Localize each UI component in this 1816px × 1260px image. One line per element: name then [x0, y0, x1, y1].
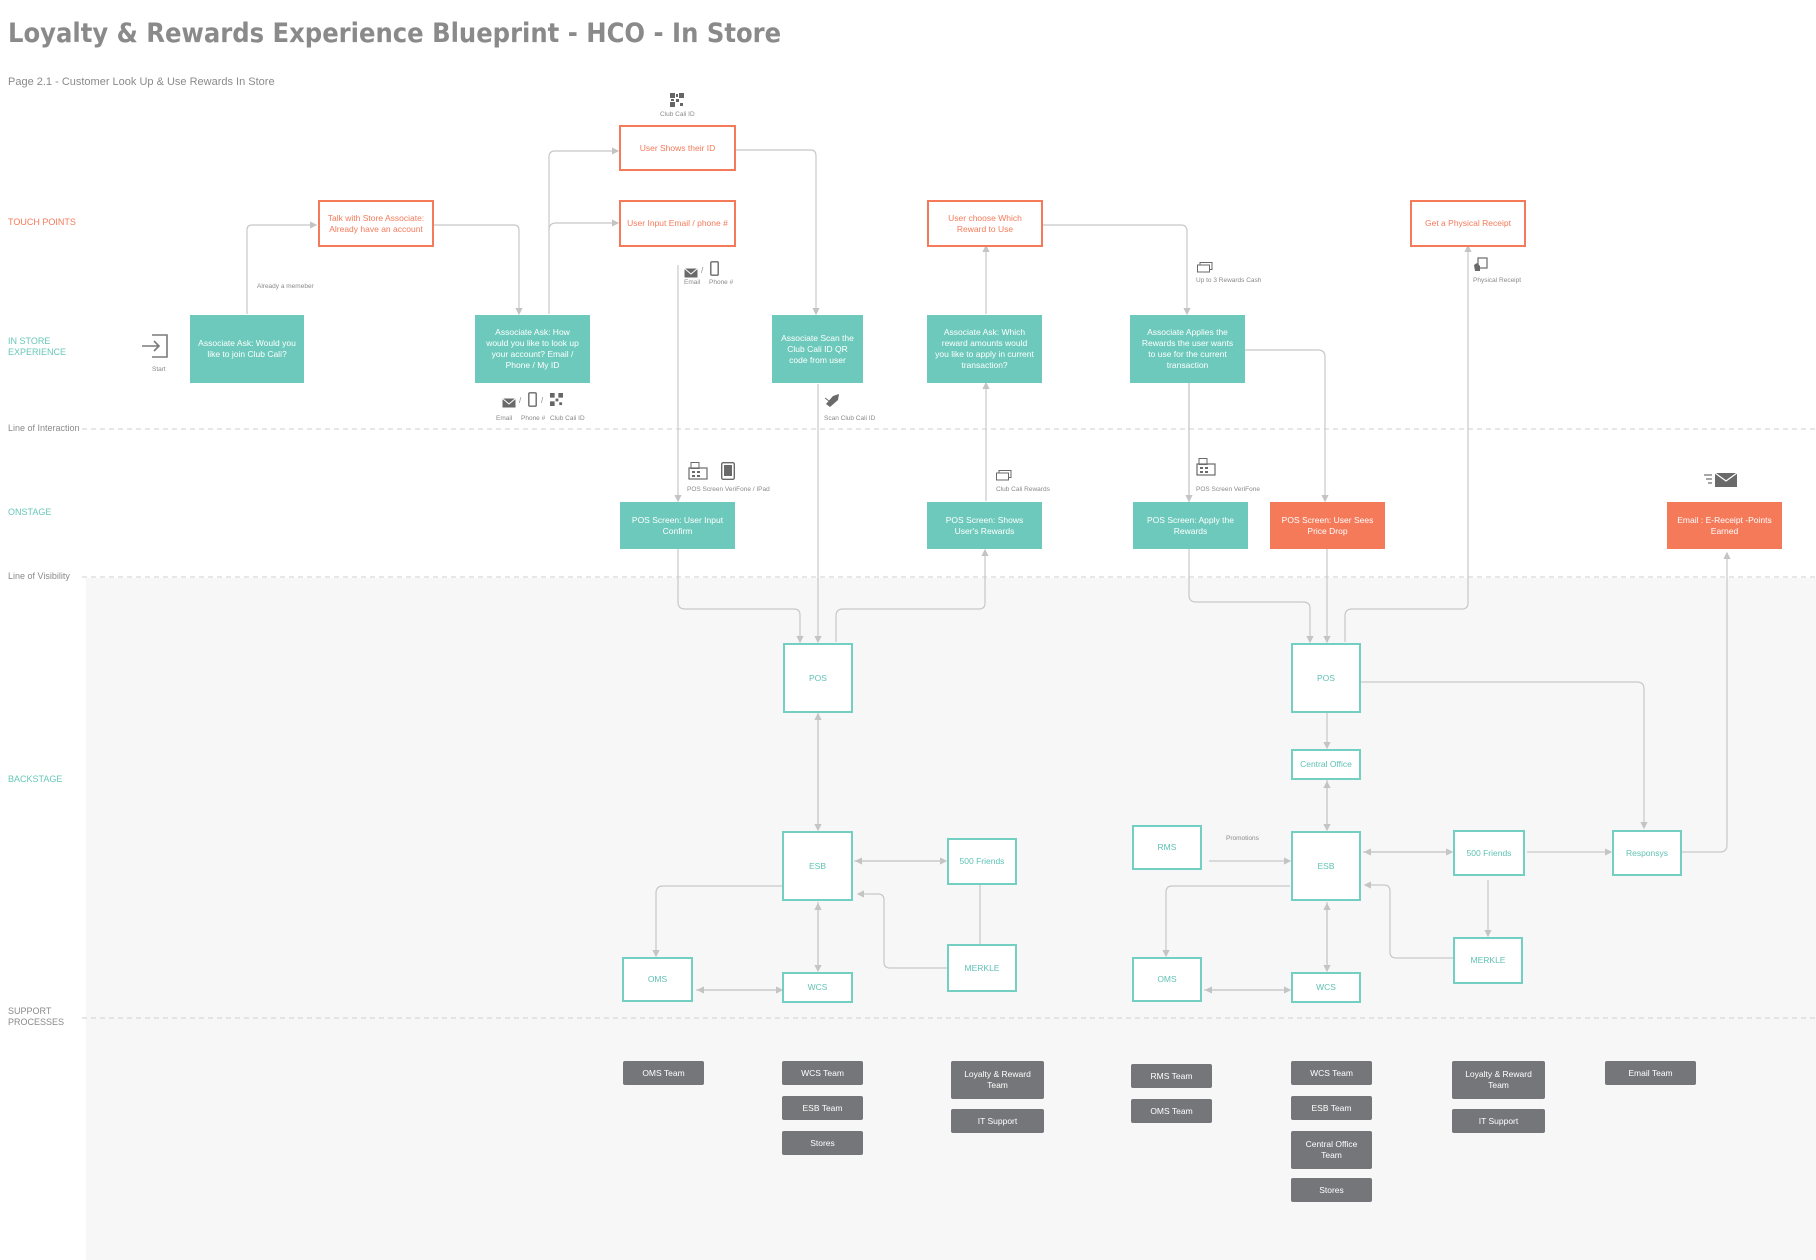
phone-icon-2 [528, 392, 537, 412]
support-loyalty-team-1: Loyalty & Reward Team [951, 1061, 1044, 1099]
support-loyalty-team-2: Loyalty & Reward Team [1452, 1061, 1545, 1099]
slash-3: / [541, 396, 544, 405]
pos-terminal-icon [688, 462, 708, 485]
support-wcs-team-2: WCS Team [1291, 1061, 1372, 1085]
tablet-icon [720, 461, 736, 485]
backstage-responsys: Responsys [1612, 830, 1682, 876]
club-cali-id-label-2: Club Cali ID [550, 415, 585, 422]
onstage-input-confirm: POS Screen: User Input Confirm [620, 502, 735, 549]
start-label: Start [152, 366, 166, 373]
backstage-rms: RMS [1132, 825, 1202, 870]
support-oms-team-1: OMS Team [623, 1061, 704, 1085]
scan-id-label: Scan Club Cali ID [824, 415, 876, 422]
touch-user-shows-id: User Shows their ID [619, 125, 736, 171]
support-central-office-team: Central Office Team [1291, 1131, 1372, 1169]
backstage-oms-2: OMS [1132, 957, 1202, 1002]
onstage-price-drop: POS Screen: User Sees Price Drop [1270, 502, 1385, 549]
exp-ask-amount: Associate Ask: Which reward amounts woul… [927, 315, 1042, 383]
onstage-apply-rewards: POS Screen: Apply the Rewards [1133, 502, 1248, 549]
touch-user-choose-reward: User choose Which Reward to Use [927, 200, 1043, 247]
lane-support-1: SUPPORT [8, 1006, 52, 1016]
receipt-icon [1473, 257, 1489, 278]
exp-ask-join: Associate Ask: Would you like to join Cl… [190, 315, 304, 383]
touch-talk-with-associate: Talk with Store Associate: Already have … [318, 200, 434, 247]
support-wcs-team-1: WCS Team [782, 1061, 863, 1085]
support-esb-team-1: ESB Team [782, 1096, 863, 1120]
phone-icon [710, 261, 719, 281]
slash-2: / [519, 396, 522, 405]
backstage-500-friends-1: 500 Friends [947, 838, 1017, 885]
physical-receipt-label: Physical Receipt [1473, 277, 1522, 284]
pos-terminal-icon-2 [1196, 458, 1216, 481]
exp-applies-rewards: Associate Applies the Rewards the user w… [1130, 315, 1245, 383]
backstage-central-office: Central Office [1291, 749, 1361, 780]
support-stores-1: Stores [782, 1131, 863, 1155]
backstage-500-friends-2: 500 Friends [1453, 830, 1525, 876]
pos-verifone-label: POS Screen VeriFone [1196, 486, 1260, 493]
backstage-wcs-2: WCS [1291, 972, 1361, 1003]
support-oms-team-2: OMS Team [1131, 1099, 1212, 1123]
support-rms-team: RMS Team [1131, 1064, 1212, 1088]
backstage-esb-1: ESB [782, 831, 853, 901]
club-cali-id-label: Club Cali ID [660, 111, 695, 118]
backstage-pos-1: POS [783, 643, 853, 713]
club-cali-rewards-label: Club Cali Rewards [996, 486, 1050, 493]
touch-user-input-email: User Input Email / phone # [619, 200, 736, 247]
onstage-email-receipt: Email : E-Receipt -Points Earned [1667, 502, 1782, 549]
mail-icon-2 [502, 395, 516, 413]
qr-icon [670, 93, 684, 112]
touch-physical-receipt: Get a Physical Receipt [1410, 200, 1526, 247]
support-it-support-2: IT Support [1452, 1109, 1545, 1133]
onstage-shows-rewards: POS Screen: Shows User's Rewards [927, 502, 1042, 549]
lane-backstage: BACKSTAGE [8, 774, 63, 784]
lane-onstage: ONSTAGE [8, 507, 52, 517]
lane-in-store-1: IN STORE [8, 336, 51, 346]
phone-label-2: Phone # [521, 415, 546, 422]
lane-line-of-visibility: Line of Visibility [8, 571, 70, 581]
email-label-1: Email [684, 279, 701, 286]
slash-1: / [701, 266, 704, 275]
start-icon [140, 332, 170, 365]
lane-support-2: PROCESSES [8, 1017, 65, 1027]
support-email-team: Email Team [1605, 1061, 1696, 1085]
scanner-icon [824, 392, 842, 413]
support-it-support-1: IT Support [951, 1109, 1044, 1133]
support-stores-2: Stores [1291, 1178, 1372, 1202]
exp-scan-qr: Associate Scan the Club Cali ID QR code … [772, 315, 863, 383]
page-subtitle: Page 2.1 - Customer Look Up & Use Reward… [8, 76, 275, 88]
pos-verifone-ipad-label: POS Screen VeriFone / IPad [687, 486, 770, 493]
page-title: Loyalty & Rewards Experience Blueprint -… [8, 18, 782, 49]
lane-in-store-2: EXPERIENCE [8, 347, 67, 357]
up-to-rewards-label: Up to 3 Rewards Cash [1196, 277, 1262, 284]
already-member-label: Already a memeber [257, 283, 314, 290]
phone-label-1: Phone # [709, 279, 734, 286]
reward-card-icon [1197, 260, 1213, 278]
reward-card-icon-2 [996, 468, 1012, 486]
email-sent-icon [1704, 472, 1738, 493]
mail-icon [684, 265, 698, 283]
backstage-backdrop [86, 578, 1816, 1260]
qr-icon-2 [550, 393, 563, 411]
exp-ask-lookup: Associate Ask: How would you like to loo… [475, 315, 590, 383]
support-esb-team-2: ESB Team [1291, 1096, 1372, 1120]
lane-line-of-interaction: Line of Interaction [8, 423, 80, 433]
email-label-2: Email [496, 415, 513, 422]
lane-touch-points: TOUCH POINTS [8, 217, 76, 227]
backstage-merkle-2: MERKLE [1453, 937, 1523, 984]
backstage-oms-1: OMS [622, 957, 693, 1002]
promotions-label: Promotions [1226, 835, 1259, 842]
backstage-esb-2: ESB [1291, 831, 1361, 901]
backstage-pos-2: POS [1291, 643, 1361, 713]
backstage-merkle-1: MERKLE [947, 944, 1017, 992]
backstage-wcs-1: WCS [782, 972, 853, 1003]
